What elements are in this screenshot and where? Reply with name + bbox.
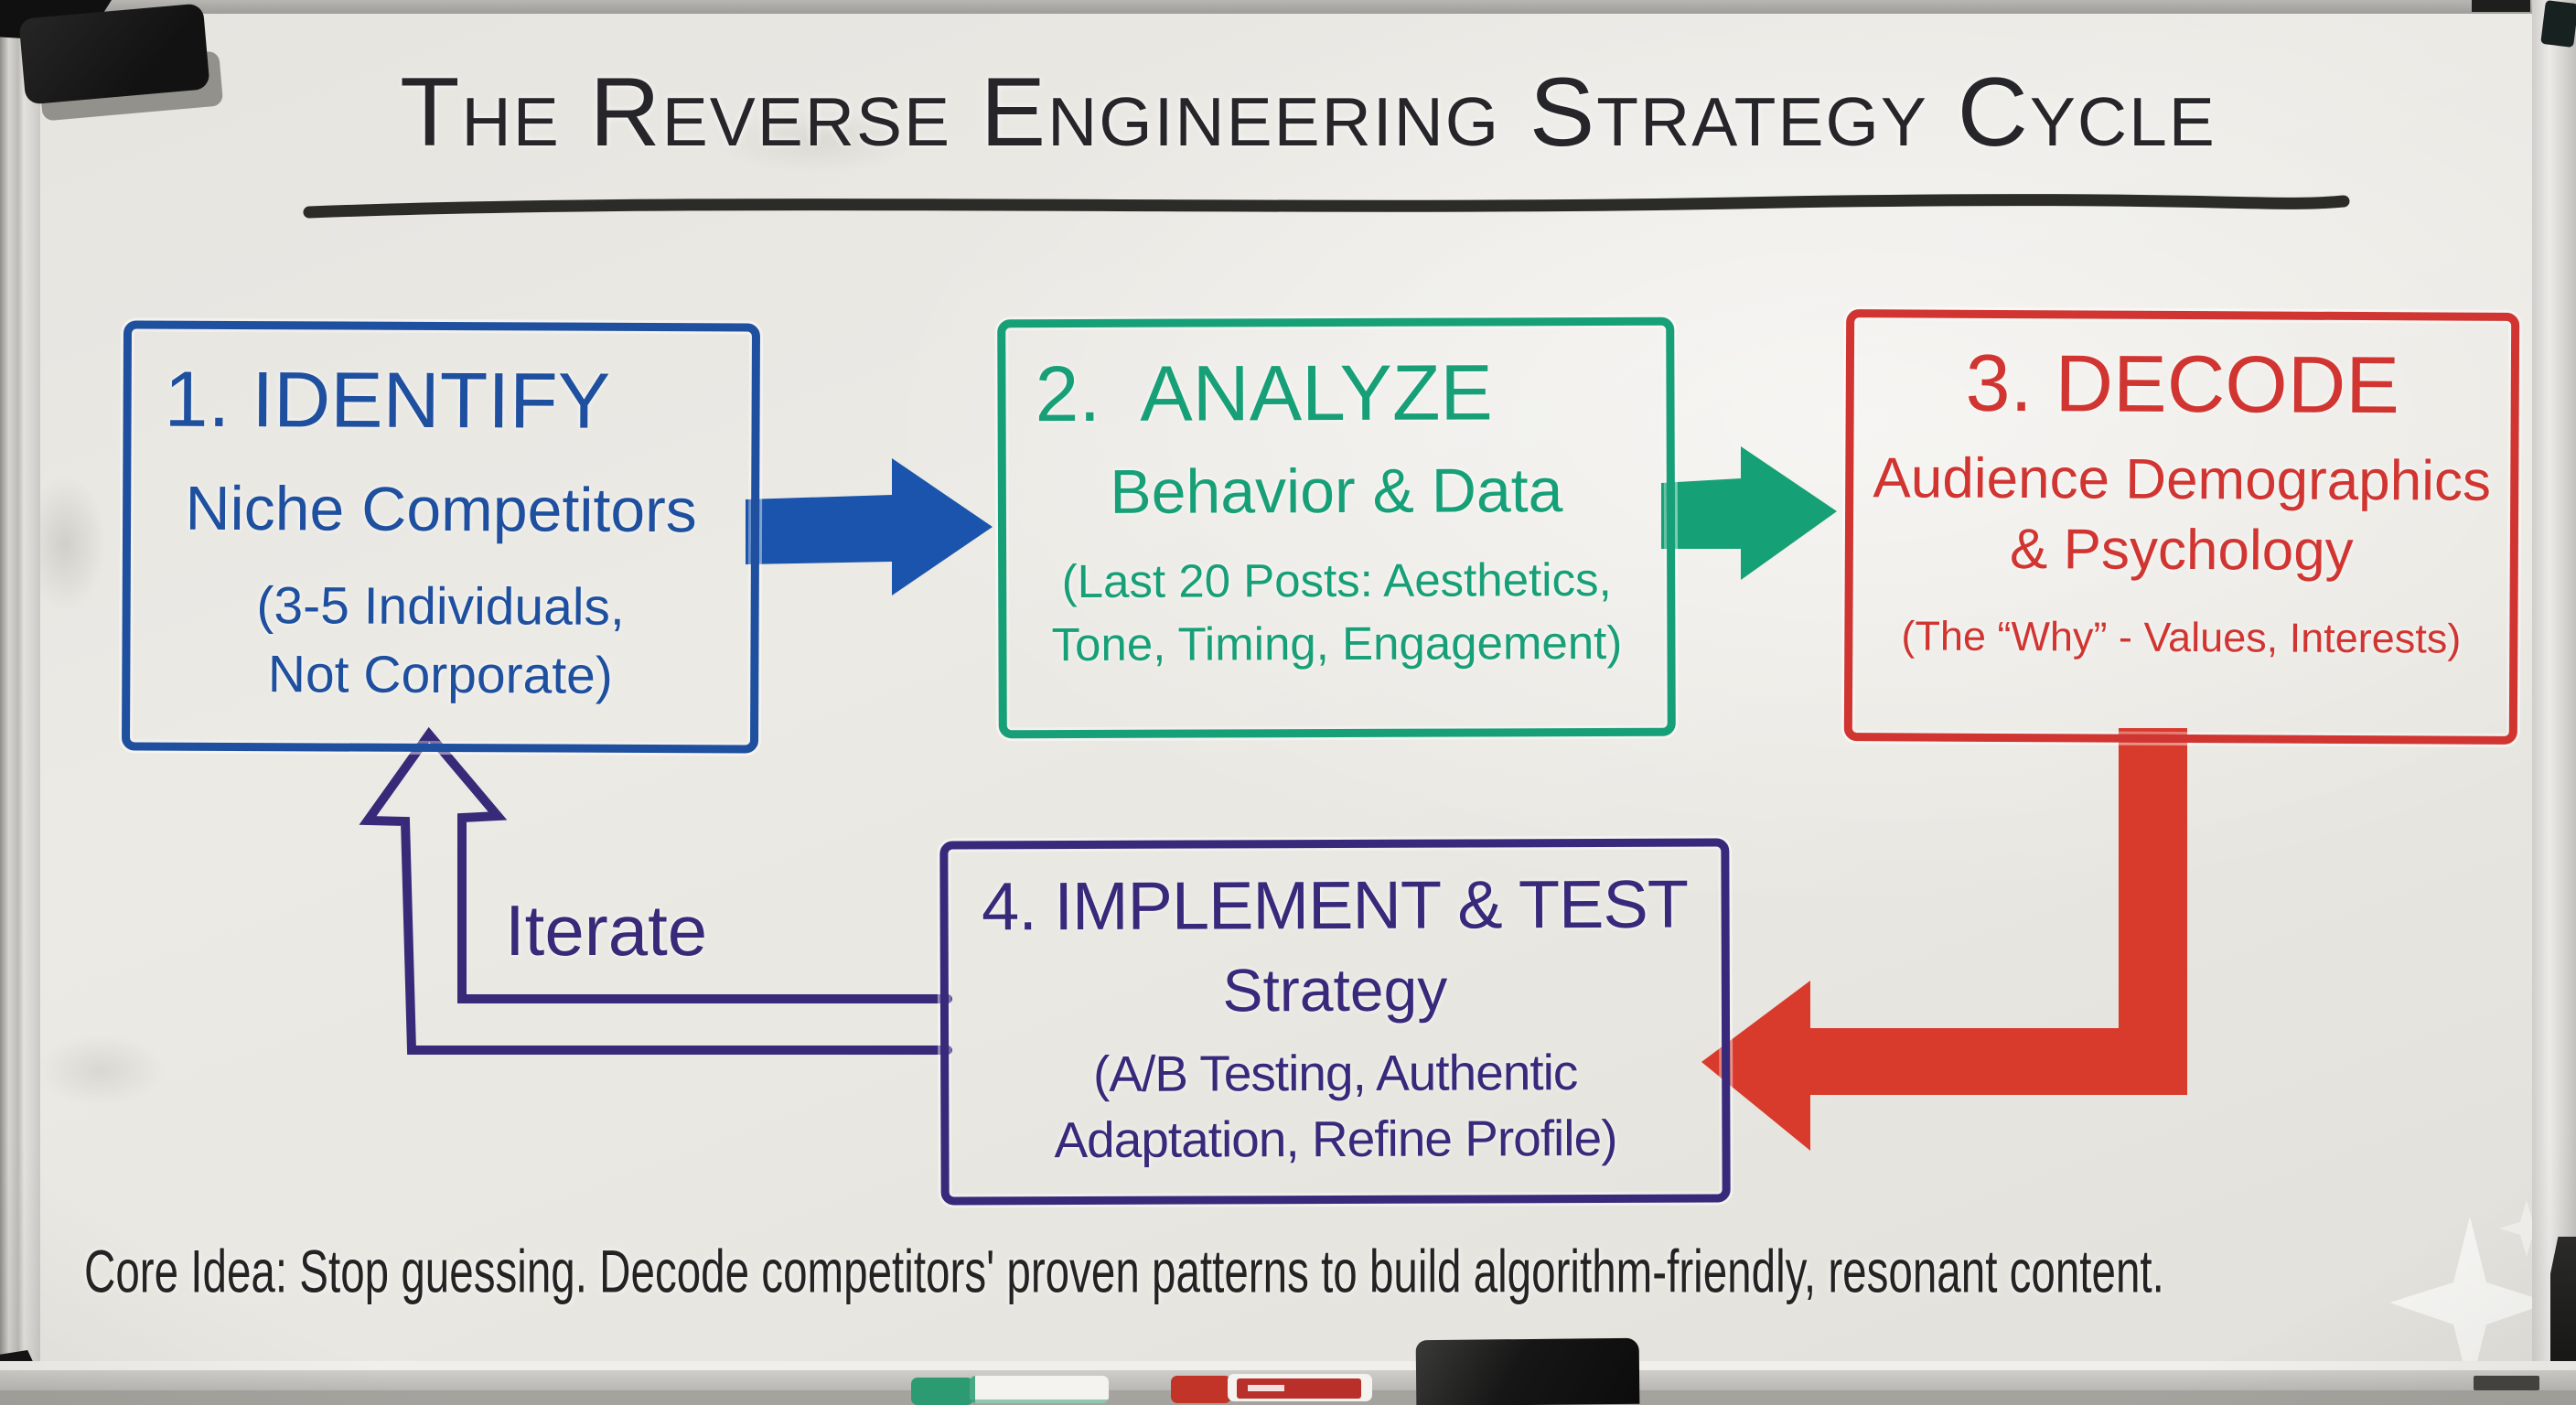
step-3-decode-box: 3. DECODE Audience Demographics & Psycho… xyxy=(1843,309,2520,745)
step-4-heading: 4. IMPLEMENT & TEST xyxy=(981,865,1689,945)
tray-eraser xyxy=(1415,1337,1640,1405)
step-1-heading: 1. IDENTIFY xyxy=(164,355,611,445)
green-marker xyxy=(911,1378,973,1405)
step-3-detail: (The “Why” - Values, Interests) xyxy=(1901,612,2462,662)
arrow-identify-to-analyze-icon xyxy=(746,458,993,595)
step-4-implement-box: 4. IMPLEMENT & TEST Strategy (A/B Testin… xyxy=(939,838,1731,1206)
step-3-subheading: Audience Demographics xyxy=(1873,446,2492,513)
step-1-detail: (3-5 Individuals, xyxy=(256,576,625,637)
step-2-detail: Tone, Timing, Engagement) xyxy=(1051,617,1623,671)
title-underline xyxy=(303,194,2350,219)
iterate-label: Iterate xyxy=(505,890,708,971)
diagram-title: The Reverse Engineering Strategy Cycle xyxy=(400,57,2216,166)
step-1-detail: Not Corporate) xyxy=(267,645,613,706)
frame-label-sticker xyxy=(2472,0,2530,12)
step-2-subheading: Behavior & Data xyxy=(1110,456,1563,527)
red-marker-label xyxy=(1237,1378,1361,1399)
step-2-detail: (Last 20 Posts: Aesthetics, xyxy=(1061,552,1612,608)
arrow-analyze-to-decode-icon xyxy=(1661,446,1837,580)
arrow-iterate-loop-icon xyxy=(359,726,952,1055)
red-marker xyxy=(1228,1374,1372,1401)
board-frame-top xyxy=(0,0,2576,14)
board-corner-piece xyxy=(2540,0,2576,48)
step-4-detail: Adaptation, Refine Profile) xyxy=(1054,1109,1617,1168)
step-4-detail: (A/B Testing, Authentic xyxy=(1092,1044,1578,1102)
core-idea-text: Core Idea: Stop guessing. Decode competi… xyxy=(84,1238,2164,1306)
step-1-identify-box: 1. IDENTIFY Niche Competitors (3-5 Indiv… xyxy=(121,320,761,754)
marker-tray xyxy=(0,1361,2576,1370)
step-3-subheading: & Psychology xyxy=(2009,517,2354,583)
step-2-heading: 2. ANALYZE xyxy=(1035,349,1493,439)
step-4-subheading: Strategy xyxy=(1222,955,1448,1024)
step-2-analyze-box: 2. ANALYZE Behavior & Data (Last 20 Post… xyxy=(997,316,1676,739)
sparkle-watermark-icon xyxy=(2499,1200,2554,1257)
whiteboard-eraser xyxy=(18,3,210,105)
board-frame-left xyxy=(0,0,40,1405)
step-3-heading: 3. DECODE xyxy=(1965,337,2400,431)
sparkle-watermark-icon xyxy=(2389,1217,2550,1390)
tray-label-sticker xyxy=(2474,1376,2539,1390)
board-frame-right xyxy=(2532,0,2576,1405)
arrow-decode-to-implement-icon xyxy=(1701,728,2187,1151)
red-marker xyxy=(1171,1376,1231,1403)
step-1-subheading: Niche Competitors xyxy=(185,473,697,546)
green-marker xyxy=(970,1376,1109,1403)
